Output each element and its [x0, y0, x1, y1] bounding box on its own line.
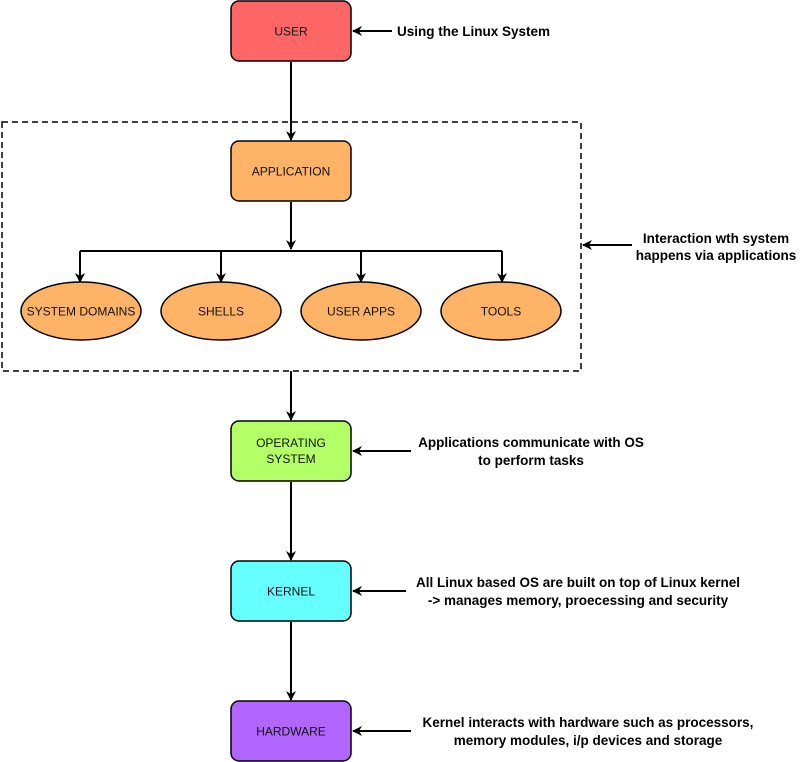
note-hardware: Kernel interacts with hardware such as p…	[423, 715, 754, 748]
node-shells-label: SHELLS	[198, 305, 244, 319]
annotation-arrows	[352, 26, 632, 736]
note-operating-system-line2: to perform tasks	[478, 453, 584, 468]
node-system-domains: SYSTEM DOMAINS	[20, 281, 142, 341]
node-operating-system-box	[230, 420, 352, 482]
node-application-box	[230, 140, 352, 202]
note-user: Using the Linux System	[397, 24, 550, 39]
node-hardware-box	[230, 700, 352, 762]
note-operating-system-line1: Applications communicate with OS	[418, 435, 644, 450]
note-application-group-line2: happens via applications	[636, 248, 797, 263]
note-application-group: Interaction wth system happens via appli…	[636, 231, 797, 263]
node-kernel-box	[230, 560, 352, 622]
node-shells-shape	[160, 281, 282, 341]
node-user-label: USER	[274, 25, 308, 39]
note-kernel-line2: -> manages memory, proecessing and secur…	[428, 593, 729, 608]
node-application-label: APPLICATION	[252, 165, 330, 179]
node-operating-system: OPERATING SYSTEM	[230, 420, 352, 482]
node-hardware: HARDWARE	[230, 700, 352, 762]
node-tools: TOOLS	[440, 281, 562, 341]
note-kernel-line1: All Linux based OS are built on top of L…	[416, 575, 740, 590]
note-hardware-line2: memory modules, i/p devices and storage	[454, 733, 723, 748]
note-user-line1: Using the Linux System	[397, 24, 550, 39]
node-kernel: KERNEL	[230, 560, 352, 622]
node-user-apps-label: USER APPS	[327, 305, 395, 319]
node-shells: SHELLS	[160, 281, 282, 341]
node-operating-system-label-line2: SYSTEM	[266, 452, 315, 466]
node-system-domains-shape	[20, 281, 142, 341]
node-user-apps: USER APPS	[300, 281, 422, 341]
application-group-container	[1, 121, 582, 372]
note-kernel: All Linux based OS are built on top of L…	[416, 575, 740, 608]
node-hardware-label: HARDWARE	[256, 725, 326, 739]
node-application: APPLICATION	[230, 140, 352, 202]
node-tools-shape	[440, 281, 562, 341]
node-kernel-label: KERNEL	[267, 585, 315, 599]
note-application-group-line1: Interaction wth system	[643, 231, 789, 246]
node-user: USER	[230, 0, 352, 62]
node-user-box	[230, 0, 352, 62]
node-tools-label: TOOLS	[481, 305, 521, 319]
node-user-apps-shape	[300, 281, 422, 341]
layer-connectors	[75, 62, 507, 701]
note-hardware-line1: Kernel interacts with hardware such as p…	[423, 715, 754, 730]
node-operating-system-label-line1: OPERATING	[256, 436, 326, 450]
node-system-domains-label: SYSTEM DOMAINS	[27, 305, 136, 319]
note-operating-system: Applications communicate with OS to perf…	[418, 435, 644, 468]
